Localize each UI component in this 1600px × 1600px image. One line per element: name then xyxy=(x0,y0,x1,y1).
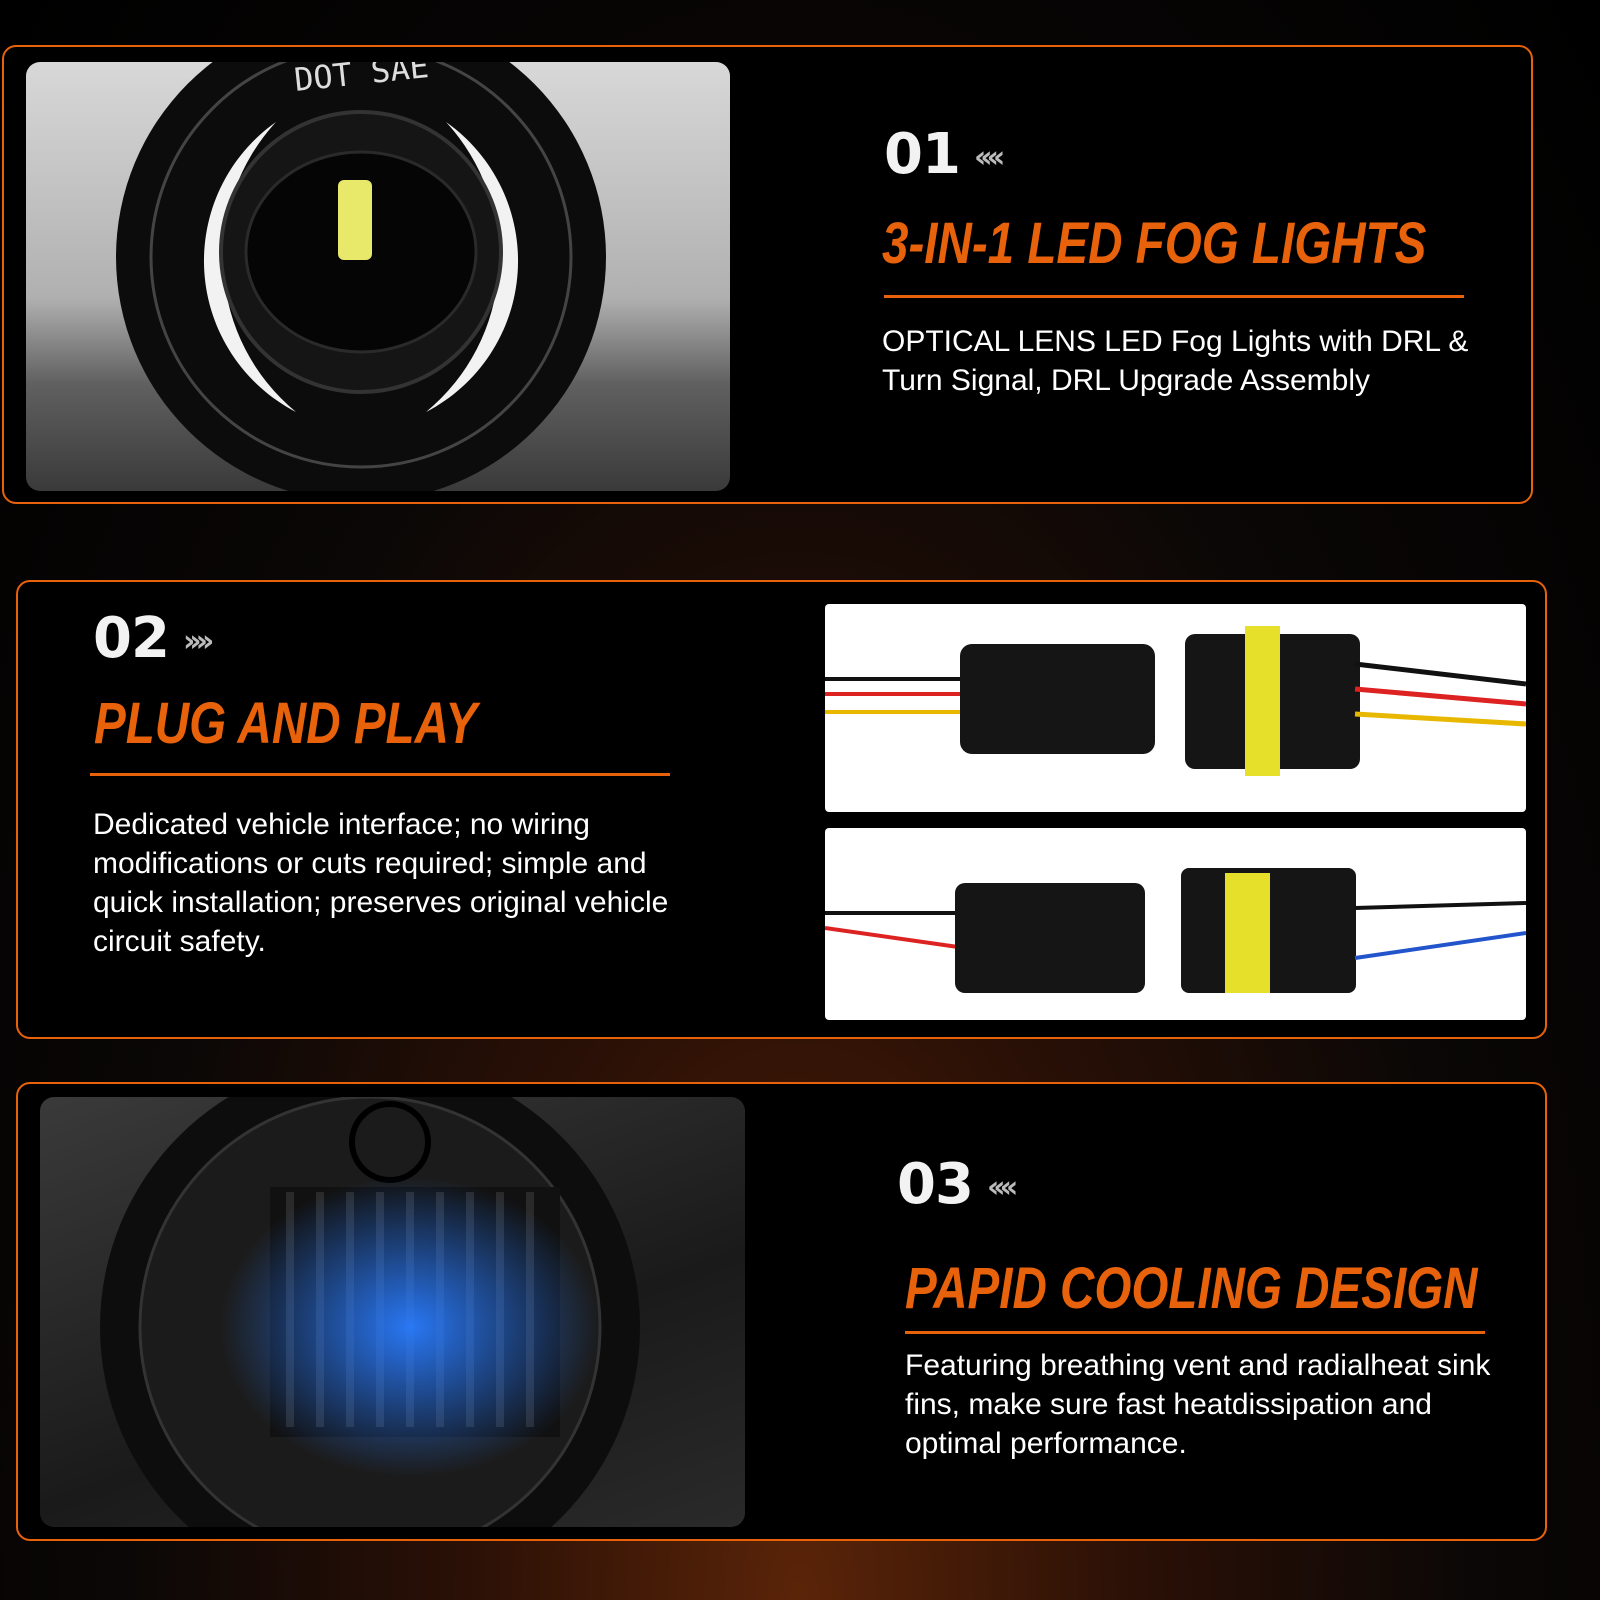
feature-number-1: 01 ‹‹‹‹ xyxy=(884,122,1006,187)
feature-title-1: 3-IN-1 LED FOG LIGHTS xyxy=(882,211,1427,276)
divider-2 xyxy=(90,773,670,776)
chevrons-left-icon: ‹‹‹‹ xyxy=(986,1170,1019,1206)
connector-image-bottom xyxy=(825,828,1526,1020)
divider-1 xyxy=(884,295,1464,298)
feature-description-1: OPTICAL LENS LED Fog Lights with DRL & T… xyxy=(882,325,1469,397)
feature-title-2: PLUG AND PLAY xyxy=(94,691,478,756)
feature-description-2: Dedicated vehicle interface; no wiring m… xyxy=(93,808,669,958)
feature-number-3: 03 ‹‹‹‹ xyxy=(897,1152,1019,1217)
connector-image-top xyxy=(825,604,1526,812)
divider-3 xyxy=(905,1331,1485,1334)
feature-title-3: PAPID COOLING DESIGN xyxy=(905,1256,1478,1321)
number-text: 02 xyxy=(93,606,170,671)
feature-number-2: 02 ›››› xyxy=(93,606,215,671)
number-text: 01 xyxy=(884,122,961,187)
fog-light-back-image xyxy=(40,1097,745,1527)
fog-light-front-image: DOT SAE xyxy=(26,62,730,491)
feature-description-3: Featuring breathing vent and radialheat … xyxy=(905,1349,1491,1460)
chevrons-right-icon: ›››› xyxy=(182,624,215,660)
chevrons-left-icon: ‹‹‹‹ xyxy=(973,140,1006,176)
number-text: 03 xyxy=(897,1152,974,1217)
